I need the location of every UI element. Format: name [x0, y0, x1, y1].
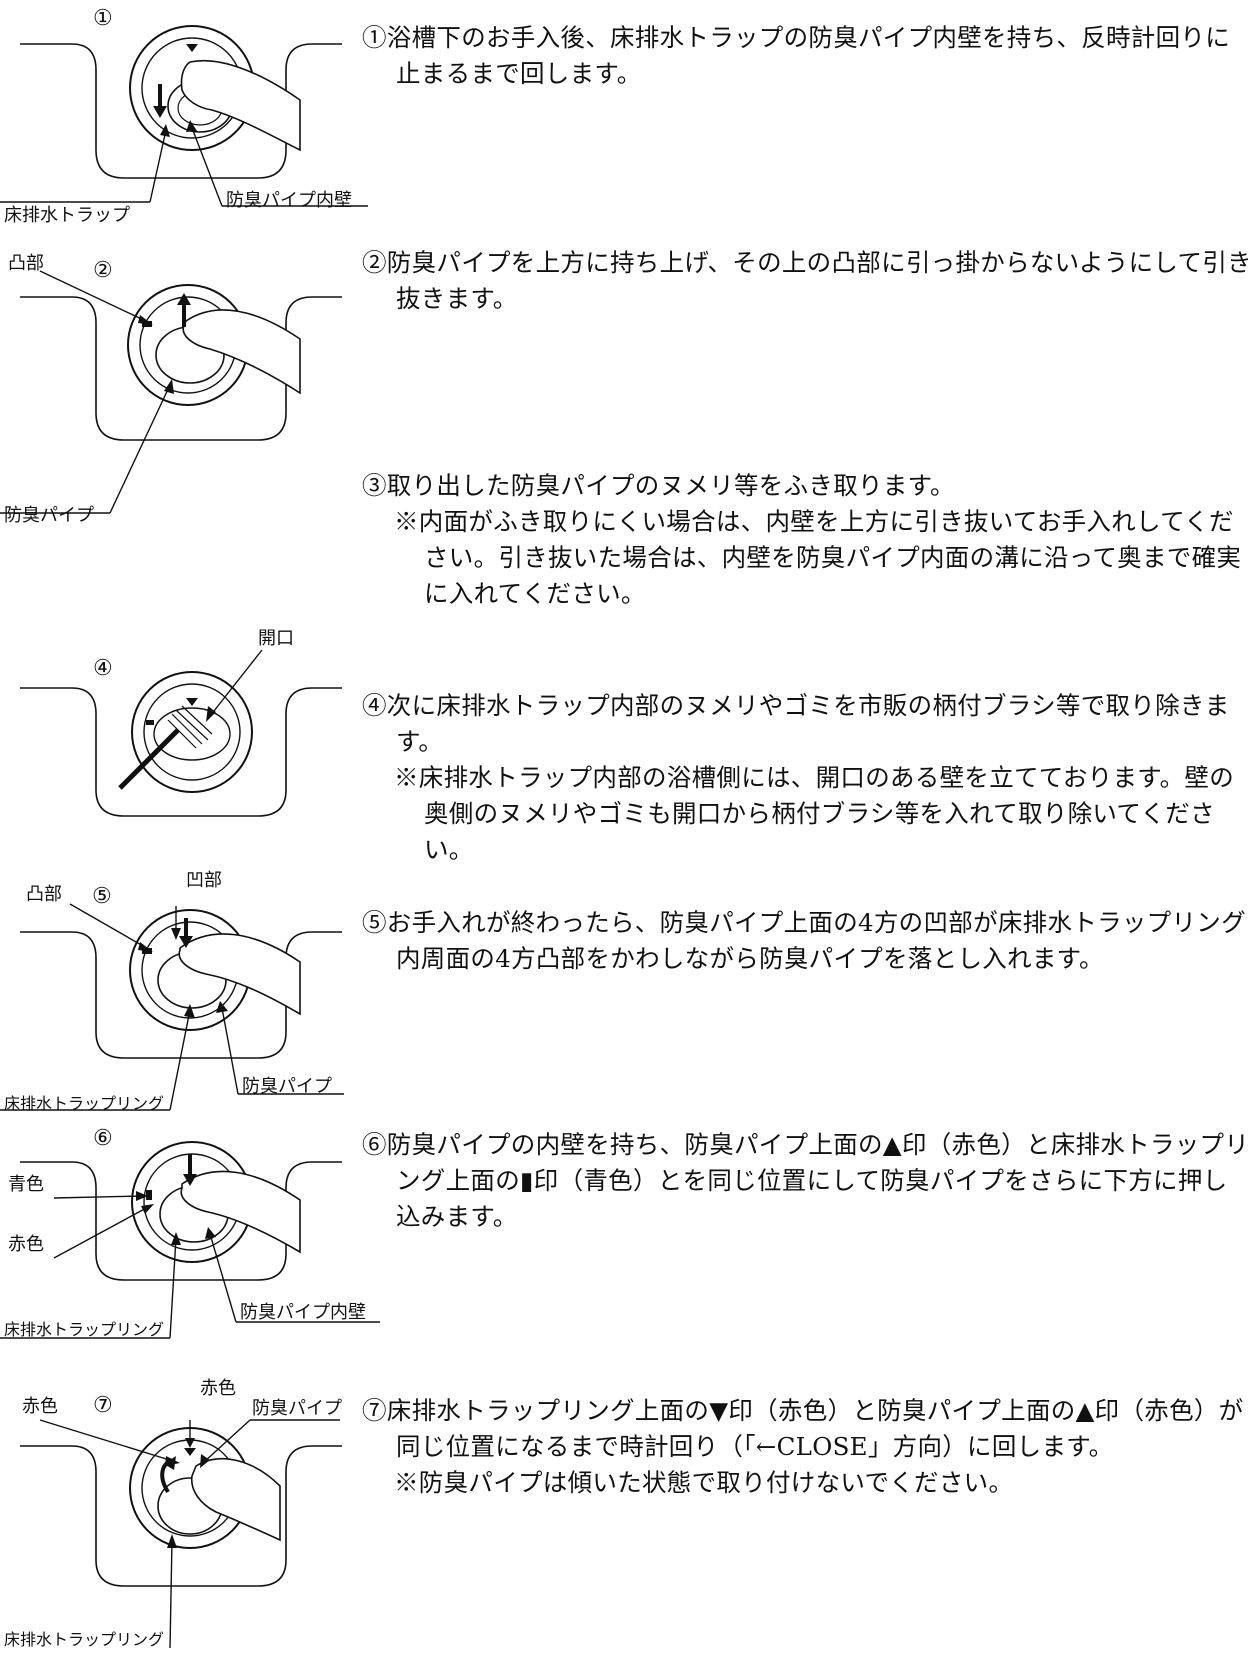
- label-convex-part: 凸部: [8, 253, 44, 274]
- label-trap-ring-6: 床排水トラップリング: [4, 1320, 165, 1339]
- figure-step-5: ⑤ 凸部 凹部 床排水トラップリング 防臭パイプ: [0, 870, 380, 1120]
- step-7-note: ※防臭パイプは傾いた状態で取り付けないでください。: [394, 1468, 1014, 1497]
- figure-step-6: ⑥ 青色 赤色 床排水トラップリング 防臭パイプ内壁: [0, 1128, 390, 1378]
- step-3-note: ※内面がふき取りにくい場合は、内壁を上方に引き抜いてお手入れしてください。引き抜…: [394, 507, 1242, 608]
- step-text-7: ⑦床排水トラップリング上面の▼印（赤色）と防臭パイプ上面の▲印（赤色）が同じ位置…: [362, 1393, 1252, 1501]
- drain-illustration-5: [0, 903, 344, 1111]
- drain-illustration-4: [20, 649, 342, 817]
- step-text-3: ③取り出した防臭パイプのヌメリ等をふき取ります。 ※内面がふき取りにくい場合は、…: [362, 468, 1252, 612]
- step-text-4: ④次に床排水トラップ内部のヌメリやゴミを市販の柄付ブラシ等で取り除きます。 ※床…: [362, 688, 1252, 868]
- label-concave-part: 凹部: [186, 870, 222, 891]
- label-blue: 青色: [8, 1174, 44, 1195]
- figure-step-7: ⑦ 赤色 赤色 防臭パイプ 床排水トラップリング: [0, 1380, 380, 1653]
- label-trap-ring-5: 床排水トラップリング: [4, 1094, 165, 1113]
- step-text-5: ⑤お手入れが終わったら、防臭パイプ上面の4方の凹部が床排水トラップリング内周面の…: [362, 905, 1252, 977]
- drain-illustration-2: [0, 270, 342, 514]
- label-red-7a: 赤色: [22, 1396, 58, 1417]
- drain-illustration-1: [0, 25, 368, 207]
- step-number-7: ⑦: [93, 1393, 113, 1418]
- step-7-instruction: ⑦床排水トラップリング上面の▼印（赤色）と防臭パイプ上面の▲印（赤色）が同じ位置…: [362, 1396, 1244, 1461]
- step-5-instruction: ⑤お手入れが終わったら、防臭パイプ上面の4方の凹部が床排水トラップリング内周面の…: [362, 908, 1246, 973]
- step-text-2: ②防臭パイプを上方に持ち上げ、その上の凸部に引っ掛からないようにして引き抜きます…: [362, 245, 1252, 317]
- label-pipe-inner-wall-6: 防臭パイプ内壁: [240, 1302, 366, 1323]
- drain-illustration-6: [0, 1141, 380, 1339]
- step-number-6: ⑥: [93, 1126, 113, 1151]
- step-number-5: ⑤: [92, 884, 112, 909]
- step-text-1: ①浴槽下のお手入後、床排水トラップの防臭パイプ内壁を持ち、反時計回りに止まるまで…: [362, 20, 1252, 92]
- label-pipe-inner-wall: 防臭パイプ内壁: [226, 190, 352, 211]
- step-1-instruction: ①浴槽下のお手入後、床排水トラップの防臭パイプ内壁を持ち、反時計回りに止まるまで…: [362, 23, 1230, 88]
- label-odor-pipe-5: 防臭パイプ: [242, 1076, 332, 1097]
- label-floor-drain-trap: 床排水トラップ: [4, 205, 130, 226]
- drain-illustration-7: [20, 1419, 342, 1649]
- label-opening: 開口: [258, 628, 294, 649]
- label-trap-ring-7: 床排水トラップリング: [4, 1630, 165, 1649]
- step-4-note: ※床排水トラップ内部の浴槽側には、開口のある壁を立てております。壁の奥側のヌメリ…: [394, 763, 1235, 864]
- step-2-instruction: ②防臭パイプを上方に持ち上げ、その上の凸部に引っ掛からないようにして引き抜きます…: [362, 248, 1252, 313]
- step-4-instruction: ④次に床排水トラップ内部のヌメリやゴミを市販の柄付ブラシ等で取り除きます。: [362, 691, 1230, 756]
- label-red: 赤色: [8, 1234, 44, 1255]
- step-number-2: ②: [93, 258, 113, 283]
- label-red-7b: 赤色: [200, 1378, 236, 1399]
- step-number-1: ①: [93, 6, 113, 31]
- figure-step-4: ④ 開口: [0, 620, 380, 850]
- step-number-4: ④: [93, 656, 113, 681]
- figure-step-2: ② 凸部 防臭パイプ: [0, 245, 380, 535]
- label-convex-part-5: 凸部: [26, 884, 62, 905]
- label-odor-pipe-7: 防臭パイプ: [252, 1398, 342, 1419]
- label-odor-pipe: 防臭パイプ: [4, 505, 94, 526]
- step-3-instruction: ③取り出した防臭パイプのヌメリ等をふき取ります。: [362, 471, 955, 500]
- step-text-6: ⑥防臭パイプの内壁を持ち、防臭パイプ上面の▲印（赤色）と床排水トラップリング上面…: [362, 1127, 1252, 1235]
- figure-step-1: ① 床排水トラップ 防臭パイプ内壁: [0, 0, 380, 235]
- step-6-instruction: ⑥防臭パイプの内壁を持ち、防臭パイプ上面の▲印（赤色）と床排水トラップリング上面…: [362, 1130, 1250, 1231]
